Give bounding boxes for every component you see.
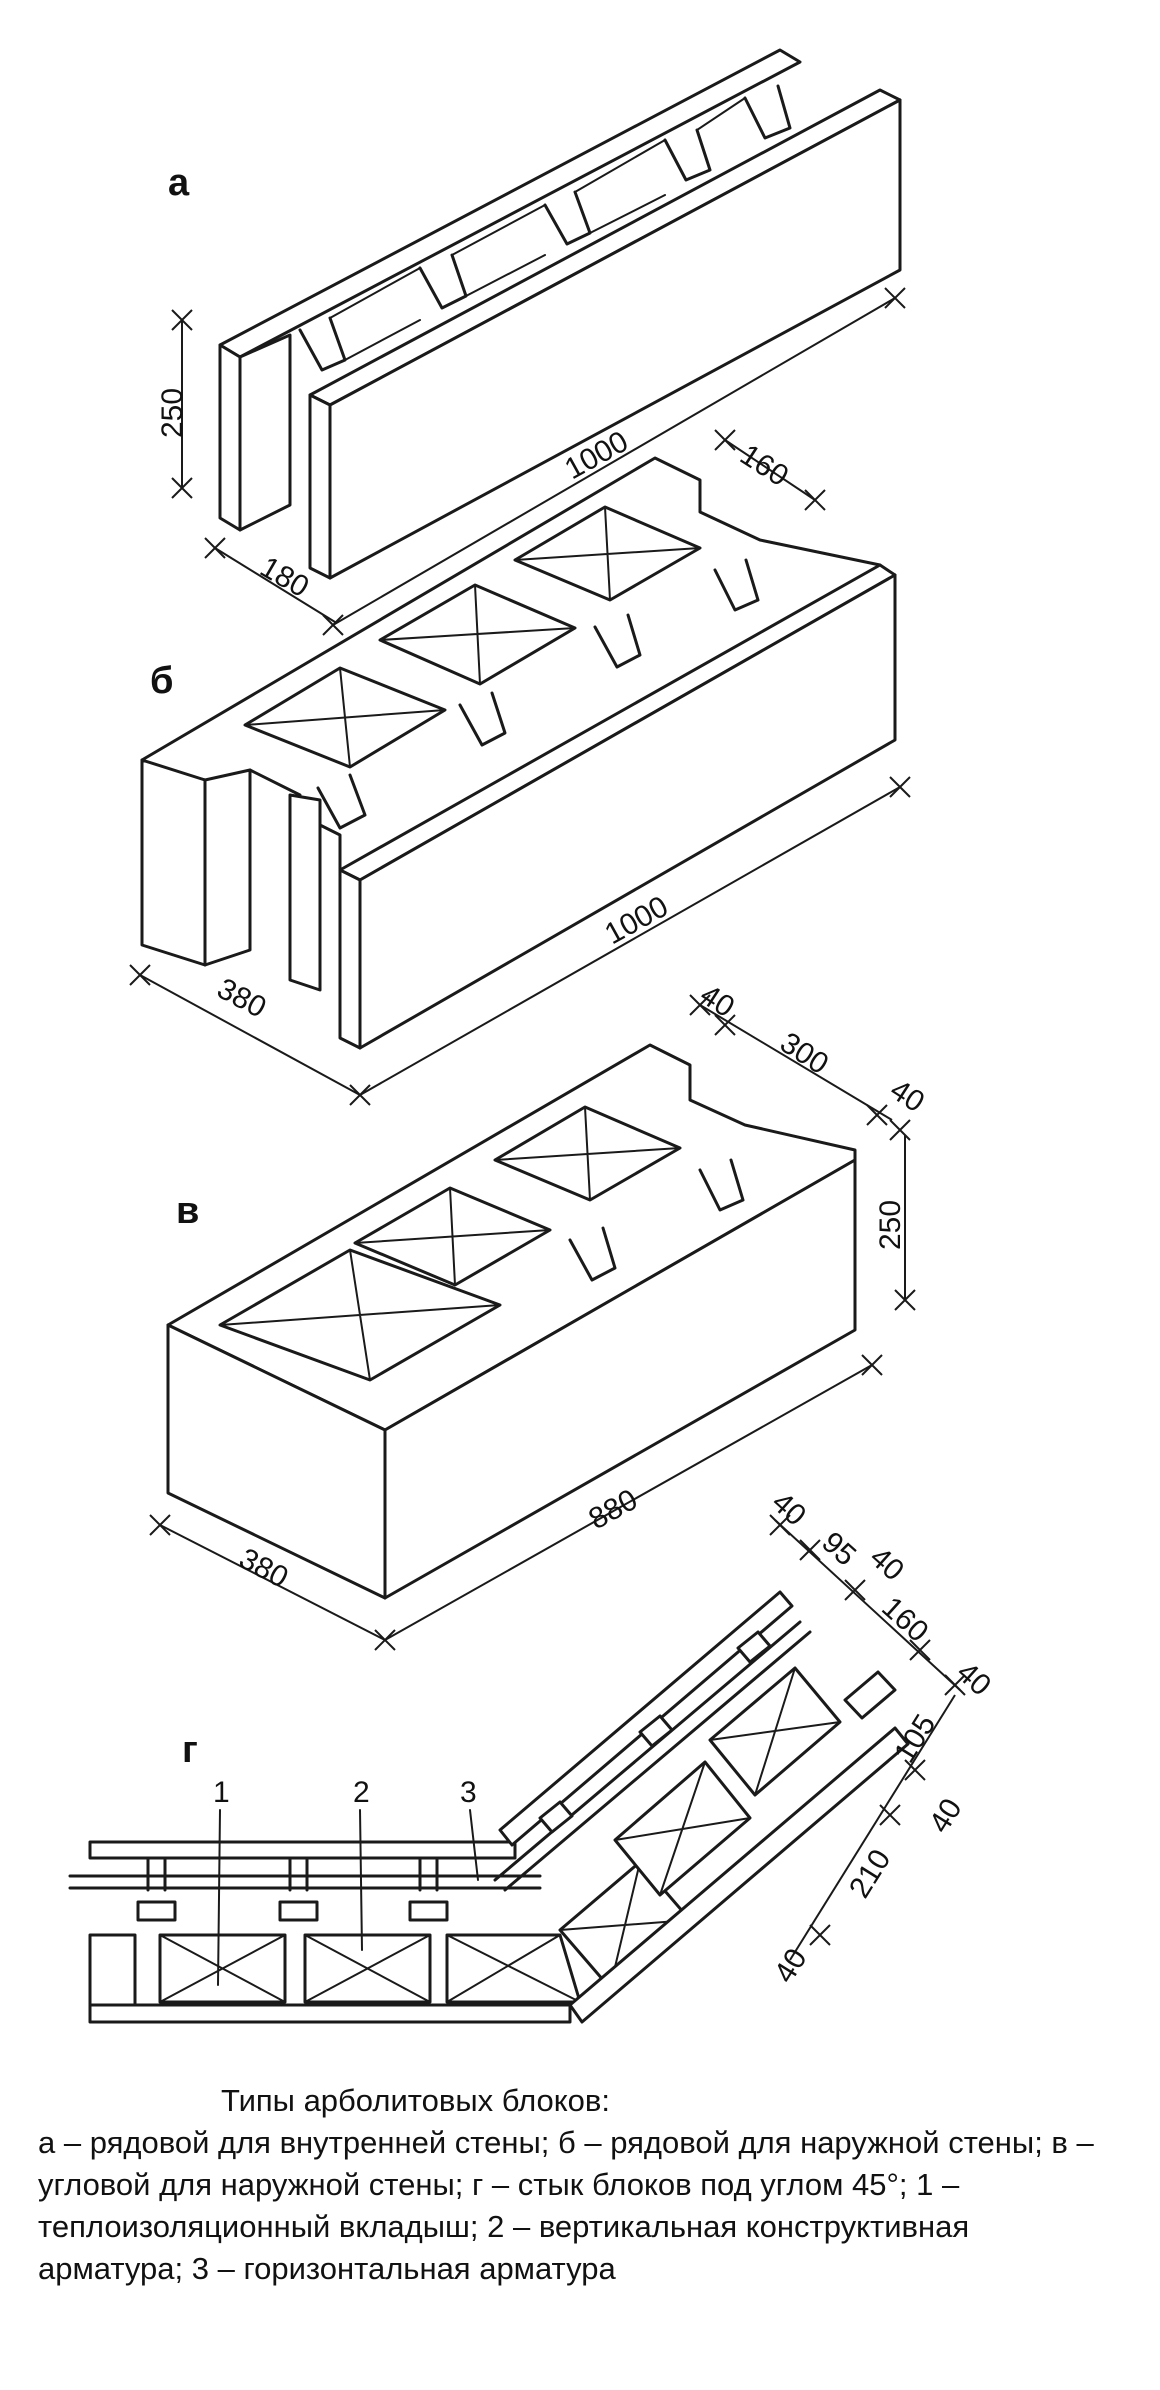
- label-g: г: [182, 1729, 198, 1771]
- dim-g-40-d: 40: [923, 1793, 969, 1839]
- block-a-drawing: [171, 48, 906, 636]
- label-b: б: [150, 660, 173, 702]
- dim-b-width: 380: [212, 972, 272, 1025]
- dim-g-40-b: 40: [863, 1541, 910, 1588]
- dim-g-40-c: 40: [950, 1656, 997, 1703]
- callout-2: 2: [353, 1776, 370, 1809]
- dim-a-width: 180: [255, 550, 315, 604]
- label-v: в: [176, 1190, 199, 1232]
- dim-v-height: 250: [874, 1200, 907, 1250]
- dim-v-top-right: 40: [884, 1073, 930, 1119]
- dim-g-40-a: 40: [765, 1486, 812, 1533]
- dim-a-height: 250: [156, 388, 189, 438]
- dim-g-95: 95: [815, 1526, 862, 1573]
- caption-title: Типы арболитовых блоков:: [221, 2083, 610, 2118]
- callout-3: 3: [460, 1776, 477, 1809]
- dim-g-40-e: 40: [768, 1943, 814, 1989]
- block-v-drawing: [149, 994, 916, 1651]
- dim-g-105: 105: [888, 1709, 943, 1769]
- block-g-drawing: [68, 1514, 966, 2024]
- figure-caption: Типы арболитовых блоков: а – рядовой для…: [38, 2080, 1118, 2290]
- callout-1: 1: [213, 1776, 230, 1809]
- label-a: а: [168, 162, 190, 204]
- block-types-drawing: а 250 1000 180 б: [68, 48, 997, 2024]
- block-b-drawing: [129, 429, 911, 1106]
- dim-v-length: 880: [583, 1483, 643, 1536]
- dim-v-top-mid: 300: [774, 1026, 834, 1081]
- dim-g-210: 210: [843, 1844, 898, 1904]
- dim-g-160: 160: [875, 1591, 934, 1649]
- caption-body: а – рядовой для внутренней стены; б – ря…: [38, 2125, 1094, 2286]
- dim-b-top: 160: [734, 438, 794, 493]
